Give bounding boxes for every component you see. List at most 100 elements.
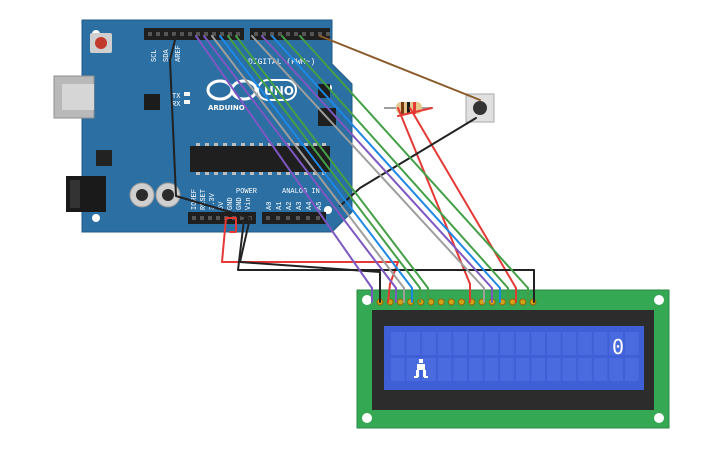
- header-power: [188, 212, 256, 224]
- wire-gray[interactable]: [211, 35, 405, 303]
- wire-blue[interactable]: [219, 35, 413, 303]
- chip-pin: [277, 143, 281, 146]
- chip-pin: [241, 172, 245, 175]
- lcd-cell: [531, 358, 545, 381]
- lcd-module[interactable]: 0: [356, 289, 670, 429]
- lcd-cell: [484, 332, 499, 355]
- power-pin-label: 3.3V: [209, 192, 217, 210]
- power-pin-label: RESET: [200, 189, 208, 210]
- chip-pin: [268, 143, 272, 146]
- rx-label: RX: [172, 101, 181, 109]
- header-pin: [316, 216, 320, 220]
- wire-brown[interactable]: [319, 35, 481, 101]
- wire-blue[interactable]: [271, 35, 501, 303]
- lcd-cell: [547, 358, 561, 381]
- wire-red[interactable]: [229, 217, 237, 233]
- wire-purple[interactable]: [203, 35, 397, 303]
- wire-green[interactable]: [235, 35, 429, 303]
- usb-port-inner: [62, 84, 94, 110]
- wire-green[interactable]: [227, 35, 421, 303]
- lcd-pin: [437, 298, 445, 306]
- header-pin: [148, 32, 152, 36]
- chip-pin: [205, 143, 209, 146]
- header-pin: [192, 216, 196, 220]
- header-pin: [228, 32, 232, 36]
- resistor-band: [401, 102, 404, 114]
- resistor-band: [413, 102, 416, 114]
- wire-green[interactable]: [281, 35, 509, 303]
- arduino-board[interactable]: DIGITAL (PWM~) UNO ARDUINO TX RX POWER A…: [53, 19, 353, 233]
- chip-pin: [313, 172, 317, 175]
- reset-button-cap[interactable]: [95, 37, 107, 49]
- chip-pin: [259, 143, 263, 146]
- tx-label: TX: [172, 93, 181, 101]
- lcd-score: 0: [612, 335, 624, 359]
- wire-red[interactable]: [221, 217, 399, 303]
- header-pin: [200, 216, 204, 220]
- chip-pin: [214, 143, 218, 146]
- wire-black[interactable]: [237, 219, 535, 303]
- lcd-cell: [625, 332, 639, 355]
- board-brand: ARDUINO: [208, 104, 245, 112]
- header-pin: [204, 32, 208, 36]
- header-pin: [164, 32, 168, 36]
- wire-black[interactable]: [339, 117, 477, 207]
- wire-purple[interactable]: [195, 35, 373, 303]
- chip-pin: [304, 172, 308, 175]
- lcd-cell: [593, 358, 608, 381]
- chip-pins: [196, 143, 326, 175]
- header-pin: [266, 216, 270, 220]
- header-pin: [286, 216, 290, 220]
- wire-gray[interactable]: [251, 35, 485, 303]
- wire-green[interactable]: [299, 35, 529, 303]
- header-pin: [318, 32, 322, 36]
- wire-purple[interactable]: [261, 35, 493, 303]
- lcd-cell: [531, 332, 545, 355]
- lcd-cell: [515, 332, 530, 355]
- mounting-hole: [654, 413, 664, 423]
- tx-led: [184, 92, 190, 96]
- wire-red[interactable]: [409, 107, 517, 303]
- analog-pin-label: A2: [286, 202, 294, 210]
- header-pin: [196, 32, 200, 36]
- wire-red[interactable]: [397, 107, 433, 117]
- lcd-cell: [515, 358, 530, 381]
- chip-pin: [205, 172, 209, 175]
- chip-pin: [196, 143, 200, 146]
- lcd-cell: [625, 358, 639, 381]
- header-pin: [156, 32, 160, 36]
- wires: [169, 35, 535, 303]
- resistor[interactable]: [384, 102, 432, 114]
- lcd-pin: [458, 298, 466, 306]
- chip-pin: [295, 172, 299, 175]
- header-pins: [148, 32, 330, 36]
- chip-pin: [241, 143, 245, 146]
- lcd-cell: [609, 358, 623, 381]
- mounting-hole: [362, 413, 372, 423]
- header-pin: [216, 216, 220, 220]
- analog-header-label: ANALOG IN: [282, 188, 320, 196]
- chip-pin: [286, 172, 290, 175]
- wire-red[interactable]: [397, 107, 471, 303]
- chip-pin: [322, 143, 326, 146]
- lcd-cell: [422, 332, 436, 355]
- wire-black[interactable]: [169, 35, 381, 303]
- lcd-cell: [391, 358, 405, 381]
- analog-pin-label: A5: [316, 202, 324, 210]
- power-pin-label: Vin: [245, 197, 253, 210]
- pushbutton-cap[interactable]: [473, 101, 487, 115]
- pushbutton[interactable]: [465, 93, 495, 123]
- chip-pin: [223, 143, 227, 146]
- chip-pin: [223, 172, 227, 175]
- header-pin: [276, 216, 280, 220]
- analog-pin-label: A1: [276, 202, 284, 210]
- lcd-cell: [453, 332, 467, 355]
- header-analog: [262, 212, 326, 224]
- header-pin: [172, 32, 176, 36]
- lcd-pin: [519, 298, 527, 306]
- header-pin: [278, 32, 282, 36]
- pushbutton-body[interactable]: [465, 93, 495, 123]
- capacitor-top: [136, 189, 148, 201]
